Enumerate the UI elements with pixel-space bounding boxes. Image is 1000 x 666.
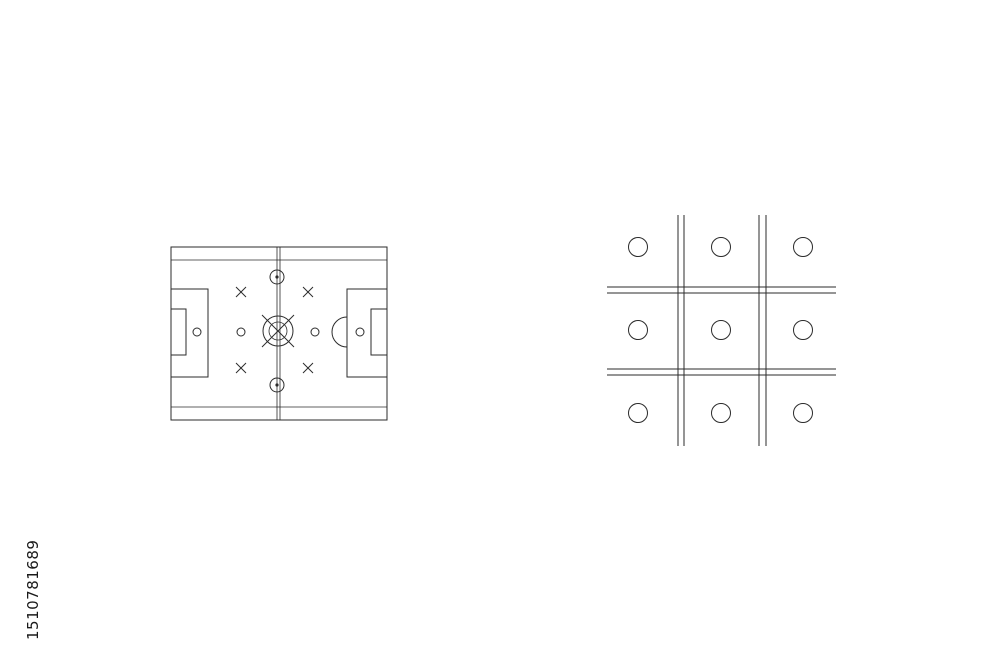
player-circle-left [236,327,246,337]
bottom-halfway-dot [275,383,279,387]
grid-circle [628,320,648,340]
football-pitch [170,246,388,421]
grid-circle [793,403,813,423]
grid-circle [711,403,731,423]
grid-circle [628,237,648,257]
right-penalty-area [346,288,388,378]
left-goal-area [170,308,187,356]
center-cross-b [261,314,295,348]
grid-circle [793,237,813,257]
top-halfway-marker [269,269,285,285]
center-circle [262,315,294,347]
player-circle-right [310,327,320,337]
cross-marker-top-left [235,286,247,298]
right-penalty-arc [331,316,348,348]
right-goal-area [370,308,388,356]
top-halfway-dot [275,275,279,279]
grid-circle [711,237,731,257]
cross-marker-bottom-left [235,362,247,374]
grid-circle [793,320,813,340]
stock-image-id: 1510781689 [24,539,42,640]
right-penalty-spot [355,327,365,337]
cross-marker-top-right [302,286,314,298]
bottom-halfway-marker [269,377,285,393]
grid-circle [628,403,648,423]
pitch-outline [170,246,388,421]
grid-circle [711,320,731,340]
cross-marker-bottom-right [302,362,314,374]
tic-tac-toe-grid [607,215,836,446]
left-penalty-spot [192,327,202,337]
left-penalty-area [170,288,209,378]
center-circle-inner [268,321,288,341]
